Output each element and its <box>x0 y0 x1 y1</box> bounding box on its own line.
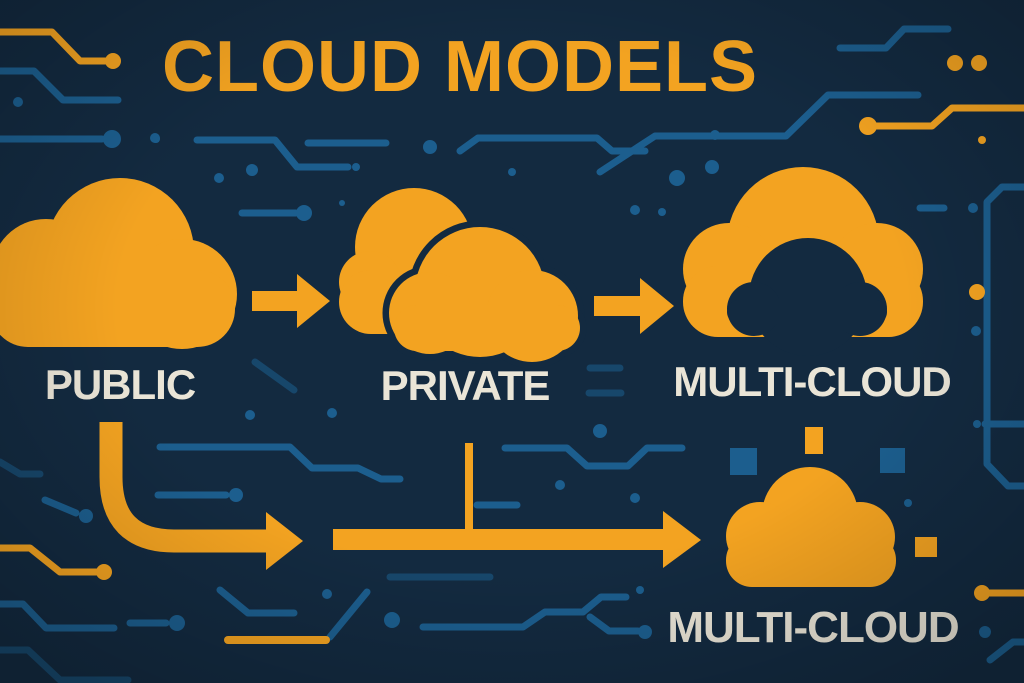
arrow-private-to-multicloud <box>594 278 674 334</box>
multicloud-top-label: MULTI-CLOUD <box>673 358 951 405</box>
arrow-public-to-private <box>252 274 330 328</box>
multicloud-bottom-label: MULTI-CLOUD <box>667 603 959 652</box>
vertical-connector-private <box>465 443 473 533</box>
public-label: PUBLIC <box>44 361 196 408</box>
multicloud-bottom-icon <box>726 467 896 587</box>
inner-cloud-cutout <box>727 238 887 356</box>
front-cloud <box>389 227 580 362</box>
private-label: PRIVATE <box>380 362 551 409</box>
public-cloud-icon <box>0 178 237 349</box>
blue-square <box>880 448 905 473</box>
page-title: CLOUD MODELS <box>162 27 758 107</box>
circuit-pattern-blue <box>0 25 1024 683</box>
orange-square <box>915 537 937 557</box>
multicloud-top-icon <box>683 167 923 356</box>
curved-arrow-public-to-multicloud-bottom <box>99 422 303 570</box>
circuit-pattern-orange <box>0 28 1024 644</box>
blue-square <box>730 448 757 475</box>
private-cloud-icon <box>339 188 587 369</box>
orange-square <box>805 427 823 454</box>
arrow-to-multicloud-bottom <box>333 511 701 568</box>
